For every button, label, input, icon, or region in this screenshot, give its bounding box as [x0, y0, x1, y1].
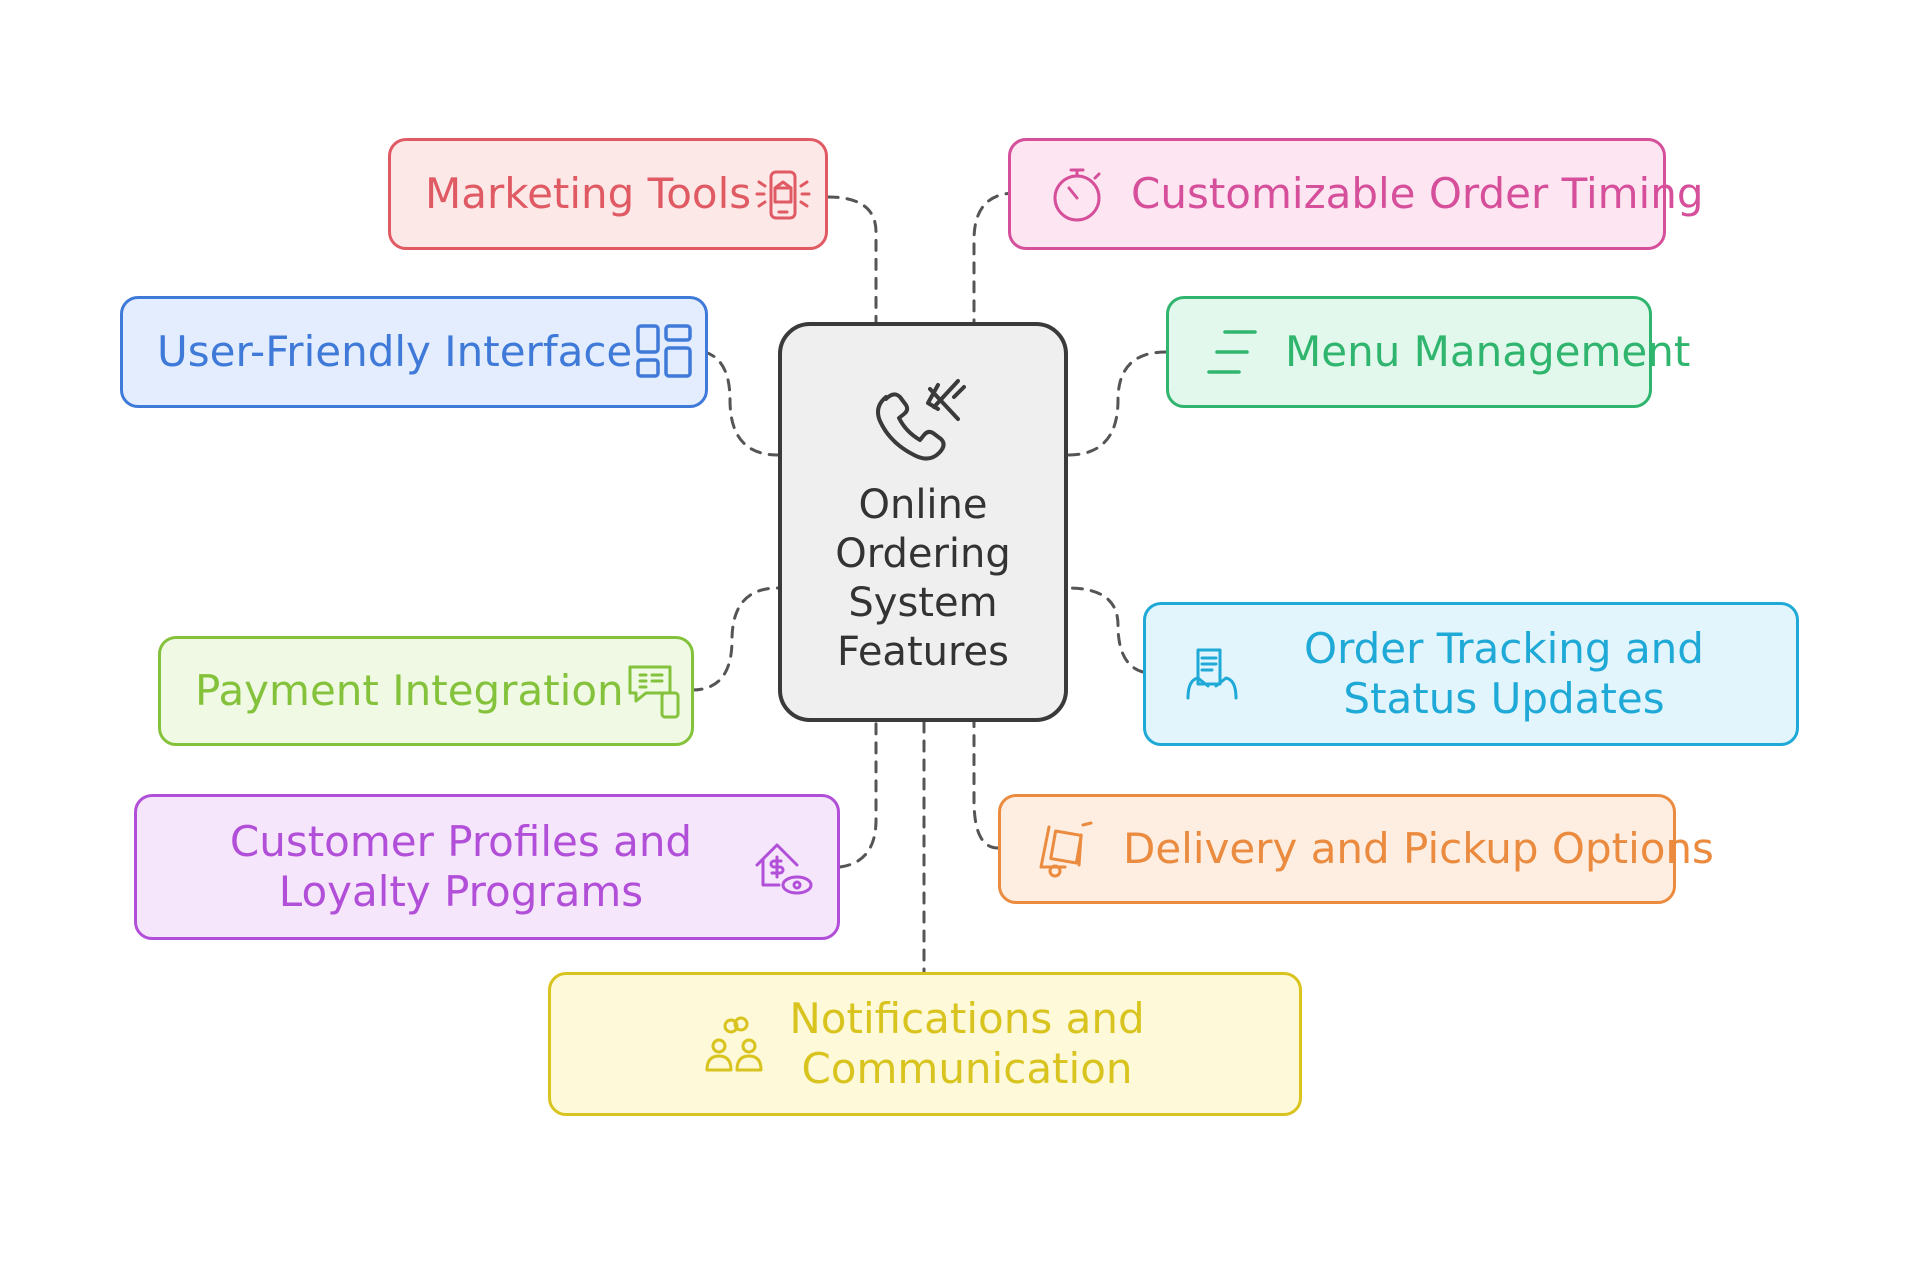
customer-profiles-label: Customer Profiles and Loyalty Programs: [229, 817, 693, 916]
delivery-pickup-label: Delivery and Pickup Options: [1123, 824, 1714, 874]
node-order-tracking: Order Tracking and Status Updates: [1143, 602, 1799, 746]
connector-marketing-tools: [826, 195, 878, 324]
hand-truck-icon: [1035, 817, 1099, 881]
node-notifications: Notifications and Communication: [548, 972, 1302, 1116]
payment-chat-icon: [624, 659, 688, 723]
menu-management-label: Menu Management: [1285, 327, 1691, 377]
connector-user-interface: [703, 350, 780, 457]
phone-utensils-icon: [868, 367, 978, 481]
user-friendly-interface-label: User-Friendly Interface: [157, 327, 633, 377]
node-payment-integration: Payment Integration: [158, 636, 694, 746]
connector-delivery-pickup: [972, 720, 1000, 850]
node-marketing-tools: Marketing Tools: [388, 138, 828, 250]
menu-lines-icon: [1203, 320, 1267, 384]
order-tracking-label: Order Tracking and Status Updates: [1304, 624, 1704, 723]
node-user-friendly-interface: User-Friendly Interface: [120, 296, 708, 408]
node-delivery-pickup: Delivery and Pickup Options: [998, 794, 1714, 904]
megaphone-phone-icon: [751, 162, 815, 226]
node-customer-profiles: Customer Profiles and Loyalty Programs: [134, 794, 840, 940]
tracking-hand-icon: [1180, 642, 1244, 706]
connector-payment-integration: [690, 586, 780, 692]
customizable-order-timing-label: Customizable Order Timing: [1131, 169, 1704, 219]
connector-menu-management: [1066, 350, 1168, 457]
marketing-tools-label: Marketing Tools: [425, 169, 752, 219]
dashboard-tiles-icon: [632, 320, 696, 384]
connector-order-tracking: [1066, 586, 1145, 674]
notifications-label: Notifications and Communication: [789, 994, 1145, 1093]
house-dollar-eye-icon: [751, 835, 815, 899]
people-chat-icon: [703, 1012, 767, 1076]
connector-customer-profiles: [838, 720, 878, 869]
node-customizable-order-timing: Customizable Order Timing: [1008, 138, 1703, 250]
payment-integration-label: Payment Integration: [195, 666, 624, 716]
center-node: Online Ordering System Features: [778, 322, 1068, 722]
connector-order-timing: [972, 191, 1018, 324]
node-menu-management: Menu Management: [1166, 296, 1690, 408]
stopwatch-icon: [1045, 162, 1109, 226]
center-label: Online Ordering System Features: [835, 482, 1011, 675]
